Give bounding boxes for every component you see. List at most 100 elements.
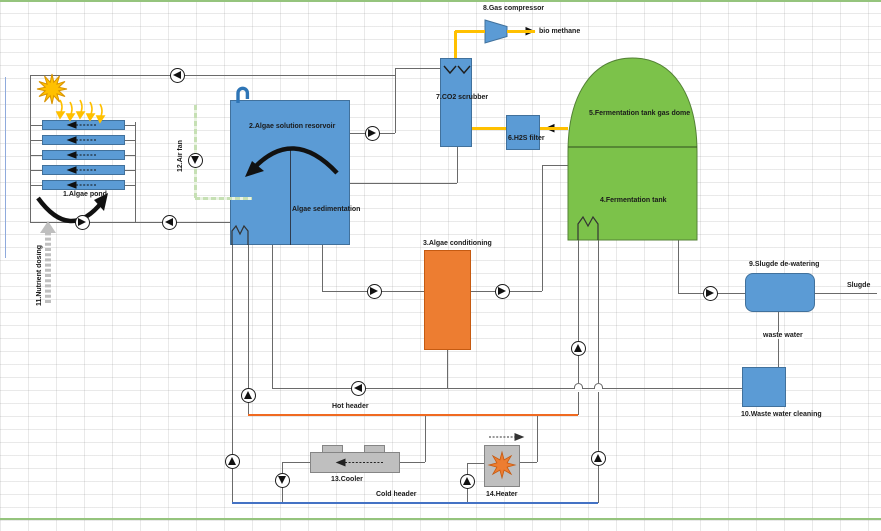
pipe-segment [447, 350, 448, 388]
co2-scrubber [440, 58, 472, 147]
algae-pond-channel [42, 150, 125, 160]
bio-methane-label: bio methane [539, 28, 581, 35]
canvas-left-guide [5, 77, 6, 258]
sludge-out-line [815, 293, 877, 294]
pipe-segment [542, 165, 572, 166]
pond-stub [30, 185, 42, 186]
heater-unit [484, 445, 520, 487]
pipe-segment [578, 392, 579, 415]
pipe-segment [467, 463, 484, 464]
pipe-segment [395, 68, 396, 133]
pipe-segment [542, 165, 543, 291]
heater-label: 14.Heater [486, 491, 518, 498]
gas-dome-label: 5.Fermentation tank gas dome [589, 110, 691, 117]
algae-pond-channel [42, 180, 125, 190]
pipe-segment [578, 240, 579, 383]
pipe-segment [282, 462, 310, 463]
fermentation-tank-shape [567, 57, 698, 241]
hot-header-label: Hot header [332, 403, 369, 410]
pipe-segment [350, 183, 457, 184]
pond-stub [30, 140, 42, 141]
co2-scrubber-label: 7.CO2 scrubber [436, 94, 489, 101]
pond-stub [125, 170, 135, 171]
pond-collector [135, 122, 136, 222]
air-fan-label: 12.Air fan [177, 140, 184, 172]
pond-stub [30, 125, 42, 126]
gas-pipe [472, 126, 506, 130]
pump-right-icon [74, 214, 90, 230]
waste-water-label: waste water [762, 332, 804, 339]
pipe-segment [322, 245, 323, 291]
heater-flow-arrow-icon [489, 433, 525, 441]
pipe-segment [598, 240, 599, 383]
algae-pond-channel [42, 120, 125, 130]
pump-up-icon [459, 473, 475, 489]
reservoir-label: 2.Algae solution resorvoir [249, 123, 336, 130]
fermentation-tank-label: 4.Fermentation tank [600, 197, 667, 204]
pipe-segment [272, 245, 273, 388]
pipe-segment [30, 75, 395, 76]
pump-up-icon [570, 340, 586, 356]
dewatering-label: 9.Slugde de-watering [749, 261, 820, 268]
sun-rays-icon [55, 99, 106, 124]
pipe-segment [457, 147, 458, 183]
pipe-segment [248, 245, 249, 415]
cold-header-label: Cold header [376, 491, 417, 498]
compressor-icon [484, 19, 508, 44]
algae-pond-channel [42, 135, 125, 145]
air-pipe [195, 196, 252, 200]
pipe-segment [232, 245, 233, 503]
crossover-hop-icon [593, 382, 603, 389]
canvas-top-edge [0, 0, 881, 2]
gas-compressor-label: 8.Gas compressor [483, 5, 545, 12]
pipe-segment [395, 68, 440, 69]
pipe-segment [425, 415, 426, 462]
canvas-bottom-edge [0, 518, 881, 520]
sedimentation-label: Algae sedimentation [292, 206, 361, 213]
pond-stub [30, 170, 42, 171]
algae-pond-channel [42, 165, 125, 175]
pump-left-icon [169, 67, 185, 83]
pump-down-icon [274, 472, 290, 488]
pipe-segment [30, 222, 230, 223]
pipe-segment [598, 392, 599, 503]
pump-up-icon [224, 453, 240, 469]
reservoir-divider [290, 150, 291, 245]
waste-return-line [272, 388, 742, 389]
pond-stub [125, 140, 135, 141]
hot-header-pipe [248, 414, 578, 416]
algae-pond-label: 1.Algae pond [63, 191, 107, 198]
pump-left-icon [161, 214, 177, 230]
pipe-segment [537, 415, 538, 462]
tank-coil-icon [577, 215, 599, 240]
cooler-unit [310, 452, 400, 473]
nutrient-dosing-label: 11.Nutrient dosing [36, 244, 43, 306]
pond-stub [125, 125, 135, 126]
algae-conditioning-unit [424, 250, 471, 350]
pond-stub [125, 185, 135, 186]
pump-up-icon [240, 387, 256, 403]
pump-right-icon [366, 283, 382, 299]
pump-up-icon [590, 450, 606, 466]
pond-circulation-arrow-icon [36, 196, 104, 224]
pipe-segment [520, 462, 537, 463]
pipe-segment [400, 462, 425, 463]
pump-left-icon [350, 380, 366, 396]
waste-water-cleaning-unit [742, 367, 786, 407]
pond-stub [30, 155, 42, 156]
pond-stub [125, 155, 135, 156]
sun-icon [36, 73, 68, 105]
cold-header-pipe [232, 502, 598, 504]
cooler-label: 13.Cooler [331, 476, 363, 483]
waste-water-line [778, 312, 779, 367]
gas-pipe [453, 31, 457, 58]
pump-right-icon [494, 283, 510, 299]
h2s-filter [506, 115, 540, 150]
crossover-hop-icon [573, 382, 583, 389]
air-fan-icon [187, 152, 203, 168]
h2s-filter-label: 6.H2S filter [508, 135, 545, 142]
pipe-segment [678, 240, 679, 293]
pump-right-icon [702, 285, 718, 301]
conditioning-label: 3.Algae conditioning [423, 240, 492, 247]
